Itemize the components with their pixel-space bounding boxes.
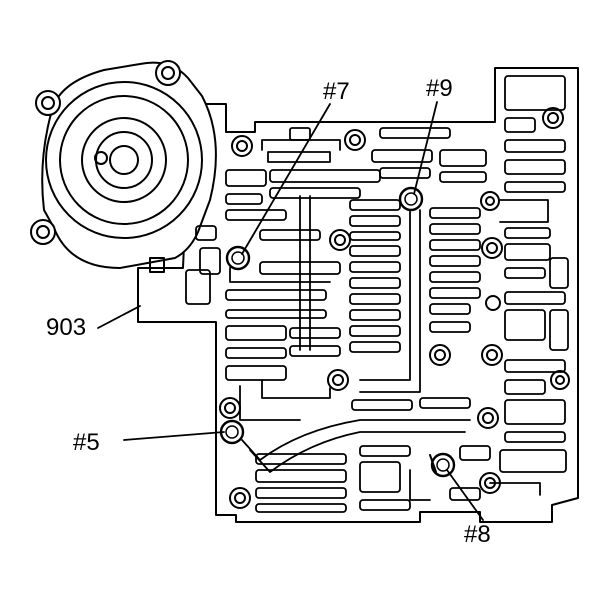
fluid-passages [185,75,569,513]
leader-line-8 [446,469,484,521]
check-ball-5-label: #5 [73,429,100,456]
leader-line-5 [123,431,225,441]
leader-lines [97,101,484,521]
part-number-label: 903 [46,314,86,341]
leader-line-903 [97,305,141,329]
leader-line-7 [241,103,331,255]
servo-housing [30,60,217,273]
valve-body-outline [137,67,579,523]
check-ball-9-label: #9 [426,75,453,102]
check-ball-8 [429,452,456,478]
check-ball-5 [219,419,245,445]
bolt-holes [219,107,570,509]
check-ball-7-label: #7 [323,78,350,105]
leader-line-9 [413,101,438,195]
check-ball-9 [398,186,424,212]
check-ball-8-label: #8 [464,521,491,548]
check-ball-7 [225,245,251,271]
